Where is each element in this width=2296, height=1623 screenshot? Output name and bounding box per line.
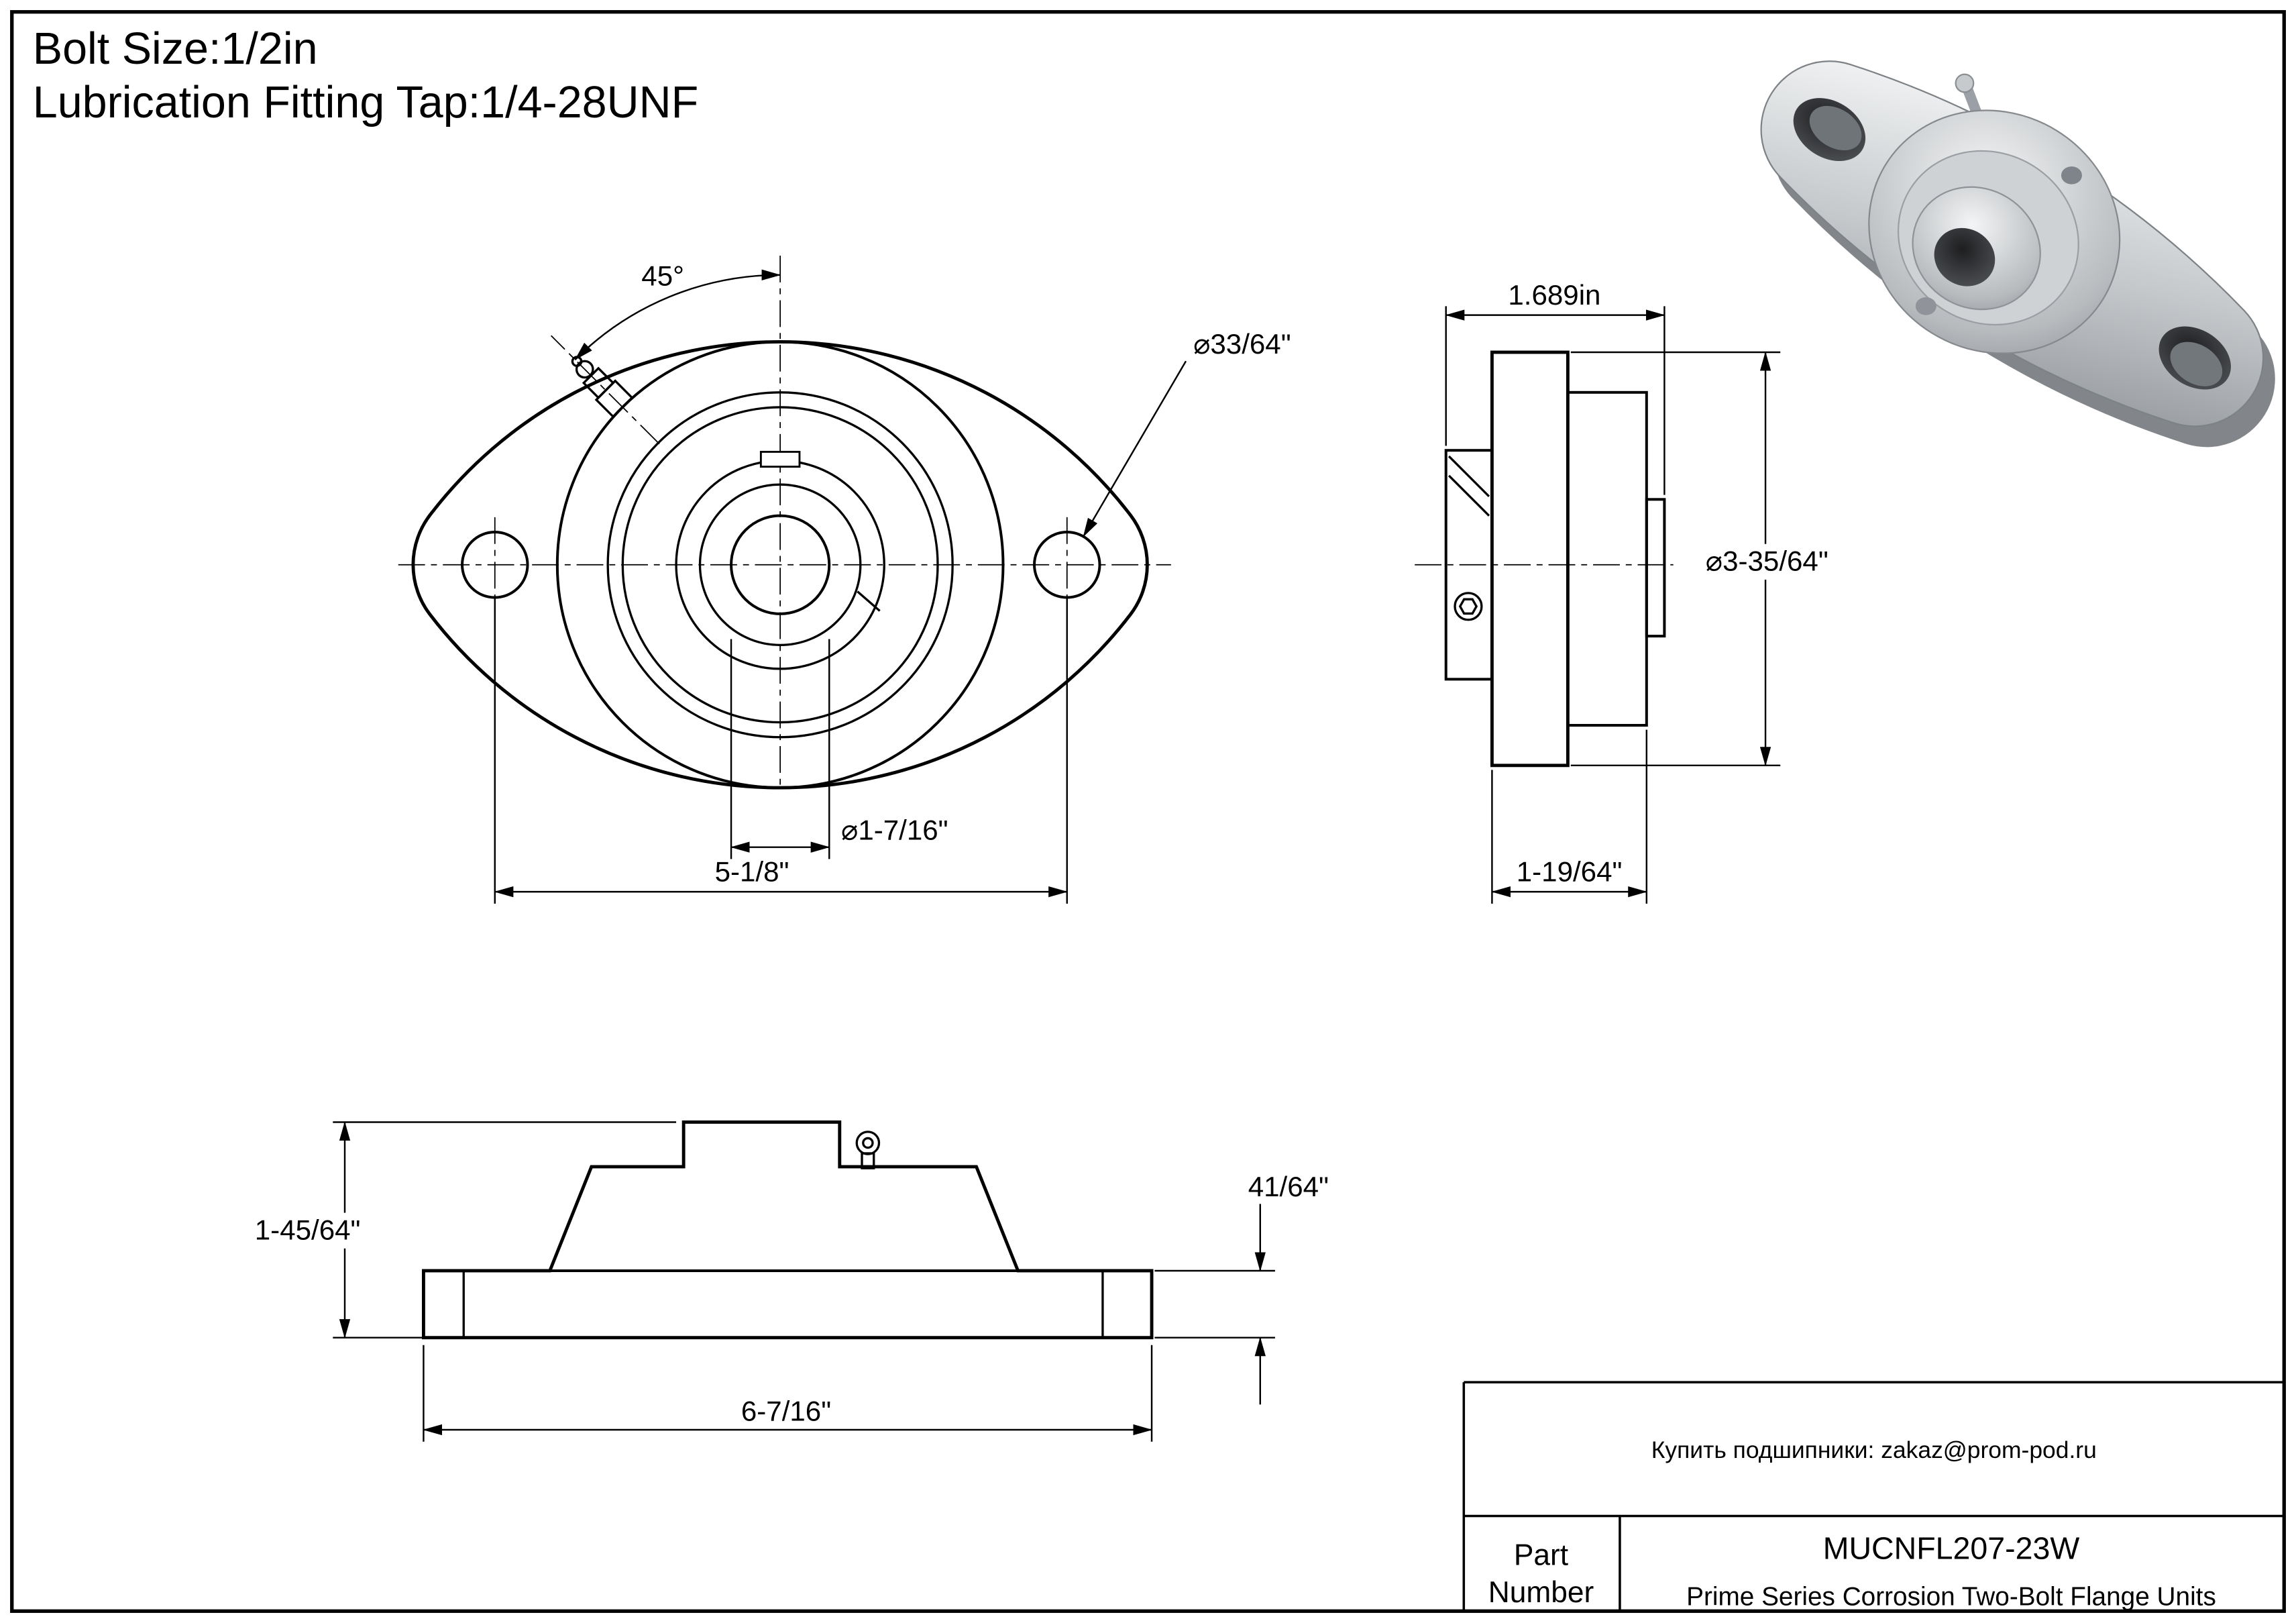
collar-hatch-1 <box>1447 455 1490 498</box>
title-block: Купить подшипники: zakaz@prom-pod.ru Par… <box>1462 1381 2285 1611</box>
housing-profile <box>1566 390 1648 727</box>
part-label-line2: Number <box>1488 1576 1594 1609</box>
dim-overall-length: 6-7/16" <box>741 1396 831 1427</box>
dim-bolt-hole-diameter: ⌀33/64" <box>1193 328 1291 360</box>
dim-text-mask <box>1673 543 1861 580</box>
contact-text: Купить подшипники: zakaz@prom-pod.ru <box>1651 1436 2097 1463</box>
snap-ring-notch <box>759 450 801 468</box>
part-number-value: MUCNFL207-23W <box>1823 1531 2080 1566</box>
grease-fitting-centerline <box>551 335 660 445</box>
bore-circle <box>730 514 831 615</box>
part-label-line1: Part <box>1514 1539 1568 1572</box>
collar-screw-head <box>855 1131 881 1155</box>
side-view: 1.689in ⌀3-35/64" 1-19/64" <box>1415 279 1861 904</box>
render-grease-fitting-tip <box>1955 73 1975 93</box>
dim-bolt-spacing: 5-1/8" <box>715 856 789 888</box>
dim-text-mask-height <box>223 1212 392 1249</box>
render-screw-dot-1 <box>2061 166 2082 185</box>
set-screw-mark <box>857 590 881 612</box>
grease-fitting-ball <box>575 360 594 379</box>
collar-profile <box>1444 449 1494 681</box>
flange-plate-profile <box>1490 350 1570 768</box>
collar-screw-stem <box>861 1152 875 1169</box>
note-lube-tap: Lubrication Fitting Tap:1/4-28UNF <box>33 78 698 127</box>
collar-hatch-2 <box>1447 474 1490 517</box>
dim-housing-diameter: ⌀3-35/64" <box>1706 545 1828 577</box>
collar-screw-socket <box>862 1137 874 1149</box>
bolt-hole-leader <box>1083 360 1187 537</box>
set-screw-circle <box>1454 592 1483 621</box>
grease-fitting <box>551 335 660 445</box>
notes: Bolt Size:1/2in Lubrication Fitting Tap:… <box>33 24 698 127</box>
insert-spigot-profile <box>1645 498 1666 638</box>
render-screw-dot-2 <box>1915 297 1936 315</box>
series-description: Prime Series Corrosion Two-Bolt Flange U… <box>1686 1582 2216 1611</box>
dim-overall-width: 1.689in <box>1508 279 1600 311</box>
dim-overall-height: 1-45/64" <box>255 1214 361 1245</box>
dim-bore-diameter: ⌀1-7/16" <box>841 815 948 846</box>
render-bolt-hole-right-inner <box>2170 342 2223 386</box>
angle-dimension-arc <box>574 269 781 360</box>
render-3d <box>1760 60 2275 448</box>
render-bore <box>1934 227 1996 286</box>
elevation-outline <box>421 1120 1154 1340</box>
front-view: 45° ⌀33/64" ⌀1-7/16" 5-1/8" <box>398 256 1291 904</box>
housing-ring-circle <box>606 391 954 739</box>
sheet-border <box>10 10 2286 1613</box>
set-screw-hex <box>1458 598 1478 615</box>
bottom-view: 1-45/64" 41/64" 6-7/16" <box>223 1120 1329 1442</box>
dim-base-width: 1-19/64" <box>1517 856 1623 888</box>
seal-ring-circle <box>621 406 939 724</box>
dim-45-degree: 45° <box>641 260 684 291</box>
dim-flange-thickness: 41/64" <box>1248 1171 1329 1202</box>
render-bolt-hole-left-inner <box>1809 105 1862 151</box>
note-bolt-size: Bolt Size:1/2in <box>33 24 318 74</box>
collar-circle <box>698 483 862 647</box>
